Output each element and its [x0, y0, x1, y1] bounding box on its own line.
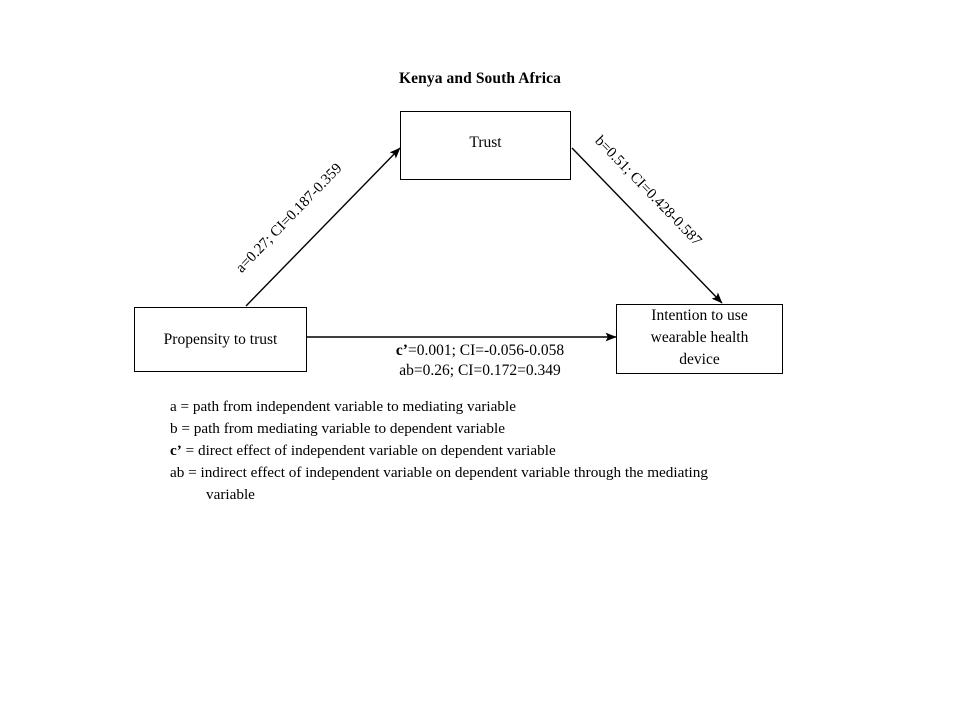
node-intention-line-3: device	[679, 351, 720, 368]
node-intention-line-1: Intention to use	[651, 307, 748, 324]
legend-item-c-prime: c’ = direct effect of independent variab…	[170, 440, 890, 462]
path-label-direct-and-indirect: c’=0.001; CI=-0.056-0.058 ab=0.26; CI=0.…	[0, 341, 960, 382]
legend-item-ab: ab = indirect effect of independent vari…	[170, 464, 708, 482]
node-intention-line-2: wearable health	[650, 329, 749, 346]
path-a-arrow	[245, 147, 401, 307]
legend-item-a: a = path from independent variable to me…	[170, 398, 516, 415]
node-trust-label: Trust	[469, 133, 502, 151]
path-label-ab: ab=0.26; CI=0.172=0.349	[399, 362, 561, 380]
node-propensity-label: Propensity to trust	[163, 330, 278, 348]
path-label-c-prime-rest: =0.001; CI=-0.056-0.058	[407, 342, 565, 359]
path-label-c-prime: c’=0.001; CI=-0.056-0.058	[0, 341, 960, 361]
legend-item-c-prime-rest: = direct effect of independent variable …	[181, 442, 556, 460]
node-intention-to-use[interactable]: Intention to use wearable health device	[616, 304, 783, 374]
node-trust[interactable]: Trust	[400, 111, 571, 180]
node-propensity-to-trust[interactable]: Propensity to trust	[134, 307, 307, 372]
page-title: Kenya and South Africa	[399, 70, 561, 87]
legend-item-b: b = path from mediating variable to depe…	[170, 420, 505, 438]
path-label-c-prime-prefix: c’	[395, 342, 408, 359]
legend-item-ab-wrap: variable	[206, 486, 255, 504]
path-b-arrow	[571, 147, 723, 304]
legend-item-c-prime-prefix: c’	[170, 442, 182, 460]
node-intention-label: Intention to use wearable health device	[651, 305, 749, 371]
legend: a = path from independent variable to me…	[170, 396, 890, 506]
